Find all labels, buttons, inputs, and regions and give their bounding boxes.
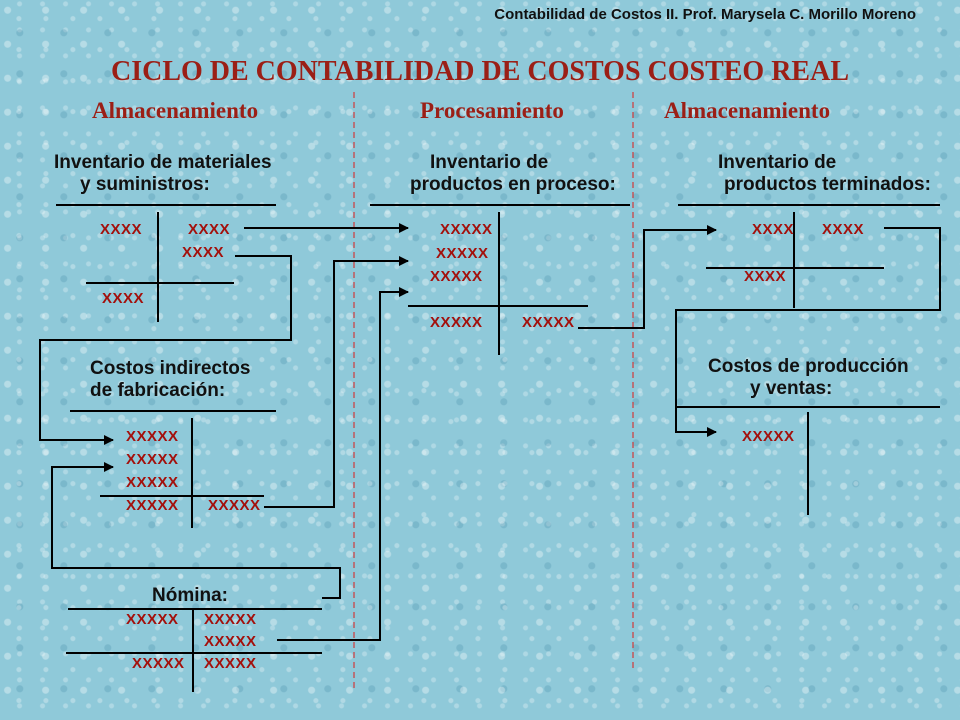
arrow-materiales-cif: [39, 255, 292, 445]
cif-total-credit: XXXXX: [208, 497, 261, 514]
arrow-nomina-proceso: [277, 287, 409, 641]
arrow-cif-proceso: [264, 256, 409, 508]
terminados-balance: XXXX: [744, 268, 787, 285]
account-cif-title-1: Costos indirectos: [90, 358, 251, 379]
header-credit: Contabilidad de Costos II. Prof. Marysel…: [494, 6, 916, 23]
account-nomina-title: Nómina:: [152, 585, 228, 606]
arrow-terminados-ventas: [675, 227, 941, 437]
cif-debit-2: XXXXX: [126, 451, 179, 468]
materiales-credit-2: XXXX: [182, 244, 225, 261]
account-terminados-title-1: Inventario de: [718, 152, 837, 173]
proceso-debit-2: XXXXX: [436, 245, 489, 262]
account-proceso-title-2: productos en proceso:: [410, 174, 616, 195]
proceso-debit-3: XXXXX: [430, 268, 483, 285]
arrow-proceso-terminados: [578, 225, 717, 329]
proceso-credit: XXXXX: [522, 314, 575, 331]
cif-total-debit: XXXXX: [126, 497, 179, 514]
account-materiales-title-2: y suministros:: [80, 174, 210, 195]
account-ventas-title-1: Costos de producción: [708, 356, 909, 377]
section-procesamiento: Procesamiento: [420, 98, 564, 123]
cif-debit-3: XXXXX: [126, 474, 179, 491]
account-proceso-title-1: Inventario de: [430, 152, 549, 173]
section-almacenamiento-left: Almacenamiento: [92, 98, 259, 123]
account-cif-title-2: de fabricación:: [90, 380, 226, 401]
cif-debit-1: XXXXX: [126, 428, 179, 445]
proceso-debit-1: XXXXX: [440, 221, 493, 238]
materiales-debit: XXXX: [100, 221, 143, 238]
account-terminados-title-2: productos terminados:: [724, 174, 931, 195]
page-title: CICLO DE CONTABILIDAD DE COSTOS COSTEO R…: [110, 56, 850, 87]
nomina-credit-2: XXXXX: [204, 633, 257, 650]
arrow-nomina-cif: [51, 462, 341, 599]
section-almacenamiento-right: Almacenamiento: [664, 98, 831, 123]
materiales-credit-1: XXXX: [188, 221, 231, 238]
nomina-total-debit: XXXXX: [132, 655, 185, 672]
account-materiales-title-1: Inventario de materiales: [54, 152, 272, 173]
materiales-balance: XXXX: [102, 290, 145, 307]
ventas-debit: XXXXX: [742, 428, 795, 445]
nomina-credit-1: XXXXX: [204, 611, 257, 628]
nomina-debit: XXXXX: [126, 611, 179, 628]
terminados-credit: XXXX: [822, 221, 865, 238]
proceso-total-debit: XXXXX: [430, 314, 483, 331]
account-ventas-title-2: y ventas:: [750, 378, 833, 399]
nomina-total-credit: XXXXX: [204, 655, 257, 672]
terminados-debit: XXXX: [752, 221, 795, 238]
